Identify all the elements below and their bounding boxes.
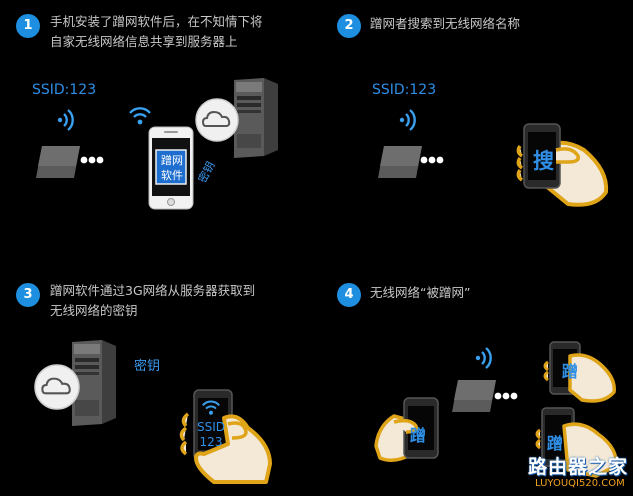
hand-phone-icon [374, 397, 439, 462]
cloud-icon [34, 364, 80, 410]
key-label-3: 密钥 [134, 359, 161, 374]
dots-icon [494, 392, 518, 400]
dots-icon [80, 156, 104, 164]
step-3-text: 蹭网软件通过3G网络从服务器获取到 无线网络的密钥 [50, 283, 256, 318]
wifi-icon [57, 109, 74, 131]
wifi-icon [129, 107, 151, 125]
step-4-badge: 4 [337, 283, 361, 307]
ssid-label-2: SSID:123 [372, 82, 437, 98]
server-icon [72, 340, 116, 426]
step-2-text: 蹭网者搜索到无线网络名称 [370, 16, 521, 31]
step-4-text: 无线网络“被蹭网” [370, 285, 471, 300]
step-1-badge: 1 [16, 14, 40, 38]
screen-char-1: 蹭 [562, 362, 579, 381]
watermark-logo: 路由器之家 [528, 456, 629, 478]
router-icon [36, 146, 80, 178]
key-label-1: 密钥 [195, 159, 218, 186]
watermark-url: LUYOUQI520.COM [535, 478, 625, 489]
server-icon [234, 78, 278, 158]
ssid-label-1: SSID:123 [32, 82, 97, 98]
hand-phone-icon [543, 341, 616, 403]
cloud-icon [195, 98, 239, 142]
app-label: 蹭网 软件 [161, 154, 183, 182]
step-2-badge: 2 [337, 14, 361, 38]
dots-icon [420, 156, 444, 164]
hand-phone-icon [516, 123, 609, 207]
step-3-badge: 3 [16, 283, 40, 307]
router-icon [378, 146, 422, 178]
wifi-icon [399, 109, 416, 131]
step-1-text: 手机安装了蹭网软件后，在不知情下将 自家无线网络信息共享到服务器上 [50, 14, 263, 49]
wifi-icon [202, 400, 220, 415]
router-icon [452, 380, 496, 412]
phone-icon [148, 126, 194, 210]
screen-char-2: 蹭 [410, 426, 427, 445]
wifi-icon [475, 347, 492, 369]
phone-screen-text: SSID 123 [196, 420, 225, 449]
hand-phone-icon [535, 407, 618, 478]
hand-phone-icon [179, 389, 272, 484]
search-char: 搜 [533, 149, 554, 173]
screen-char-3: 蹭 [547, 434, 564, 453]
